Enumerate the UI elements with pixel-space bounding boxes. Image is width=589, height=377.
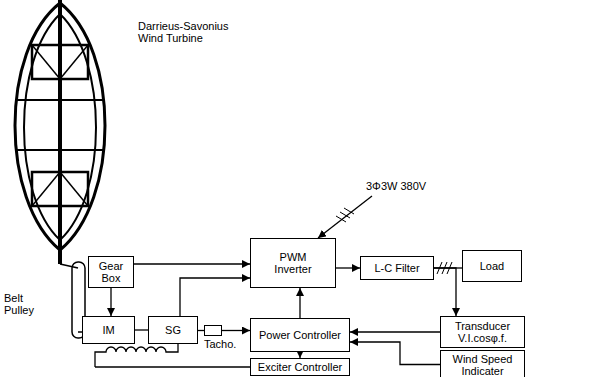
node-text: SG [165, 324, 181, 336]
inverter-box: PWM Inverter [250, 238, 336, 288]
caption-label: 3Φ3W 380V [366, 180, 426, 192]
generator-box: SG [148, 316, 198, 344]
signal-line [350, 342, 440, 365]
exciter-box: Exciter Controller [250, 358, 350, 376]
machine-box: IM [82, 316, 135, 344]
caption-label: Belt Pulley [4, 292, 44, 316]
node-text: V.I.cosφ.f. [458, 332, 507, 344]
signal-line [134, 263, 250, 264]
node-text: L-C Filter [374, 262, 419, 274]
signal-line [110, 288, 111, 316]
controller-box: Power Controller [250, 318, 350, 352]
caption-label: Darrieus-Savonius Wind Turbine [138, 20, 243, 44]
signal-line [222, 330, 250, 331]
load-box: Load [462, 250, 522, 282]
filter-box: L-C Filter [360, 256, 434, 280]
node-text: Load [480, 260, 504, 272]
signal-line [135, 329, 148, 330]
node-text: Exciter Controller [258, 361, 342, 373]
node-text: Transducer [455, 320, 510, 332]
node-text: Gear Box [92, 260, 130, 284]
signal-line [434, 268, 456, 316]
transducer-box: TransducerV.I.cosφ.f. [440, 316, 525, 348]
node-text: Power Controller [259, 329, 341, 341]
tacho-rect [204, 325, 222, 336]
indicator-box: Wind Speed Indicater [440, 350, 525, 377]
node-text: Wind Speed Indicater [444, 353, 521, 377]
node-text: IM [102, 324, 114, 336]
gear-box: Gear Box [88, 256, 134, 288]
signal-line [299, 288, 300, 318]
signal-line [336, 267, 360, 268]
node-text: PWM Inverter [263, 251, 323, 275]
node-text: Tacho. [204, 338, 236, 350]
signal-line [350, 331, 440, 332]
tacho-box: Tacho. [204, 325, 236, 350]
signal-line [180, 278, 250, 316]
